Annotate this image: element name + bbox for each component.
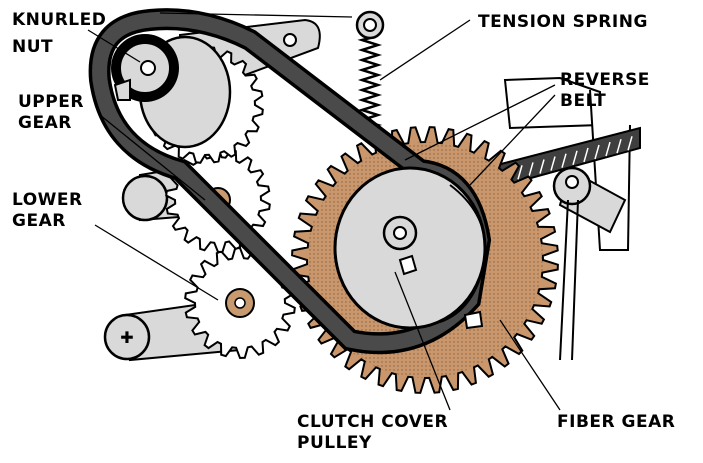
label-clutch-cover-pulley-line1: CLUTCH COVER [297, 412, 449, 432]
label-upper-gear: UPPER GEAR [18, 92, 84, 134]
lower-gear [184, 246, 296, 360]
knurled-nut [111, 34, 179, 102]
label-upper-gear-line1: UPPER [18, 92, 84, 112]
label-reverse-belt: REVERSE BELT [560, 70, 650, 112]
label-fiber-gear: FIBER GEAR [557, 412, 676, 432]
label-tension-spring: TENSION SPRING [478, 12, 648, 32]
label-reverse-belt-line2: BELT [560, 91, 607, 111]
clutch-cover-pulley [333, 166, 487, 330]
label-lower-gear-line2: GEAR [12, 211, 66, 231]
label-reverse-belt-line1: REVERSE [560, 70, 650, 90]
label-clutch-cover-pulley: CLUTCH COVER PULLEY [297, 412, 448, 454]
label-knurled-nut: KNURLED NUT [12, 10, 106, 58]
label-knurled-nut-line1: KNURLED [12, 10, 107, 30]
label-clutch-cover-pulley-line2: PULLEY [297, 433, 372, 453]
label-lower-gear-line1: LOWER [12, 190, 83, 210]
label-upper-gear-line2: GEAR [18, 113, 72, 133]
leader-lines [87, 12, 561, 411]
idler-roller [552, 166, 627, 361]
label-lower-gear: LOWER GEAR [12, 190, 83, 232]
svg-text:✚: ✚ [120, 328, 133, 347]
label-knurled-nut-line2: NUT [12, 37, 54, 57]
